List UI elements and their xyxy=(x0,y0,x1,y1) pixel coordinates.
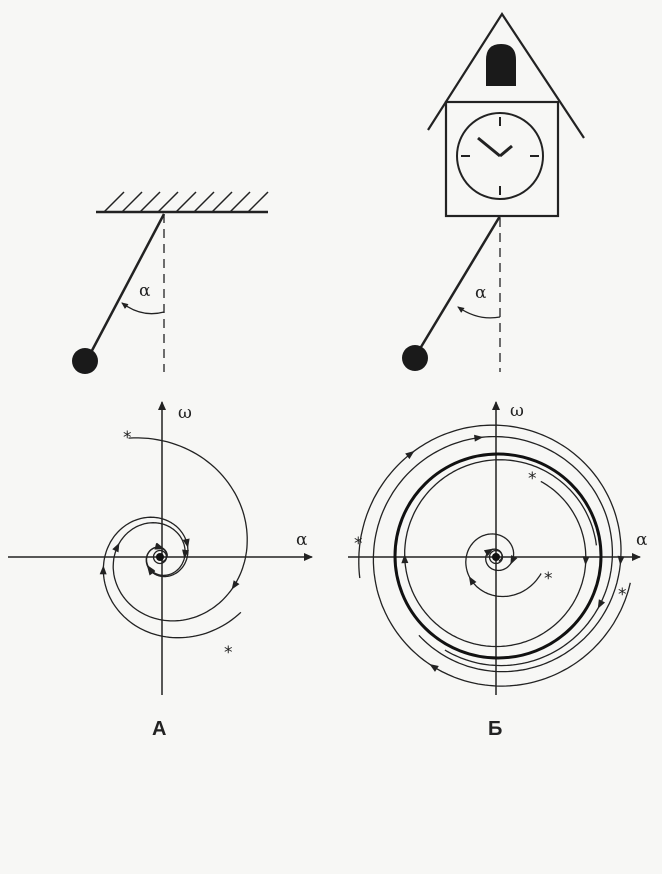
direction-arrow xyxy=(231,580,240,590)
angle-label: α xyxy=(475,283,487,303)
direction-arrow xyxy=(617,555,625,566)
equilibrium-point xyxy=(492,553,500,561)
direction-arrow xyxy=(429,664,439,672)
start-mark: * xyxy=(123,428,132,448)
cuckoo-clock: α xyxy=(402,11,585,372)
ceiling-hatching xyxy=(103,191,269,213)
omega-axis-label: ω xyxy=(510,401,524,421)
direction-arrow xyxy=(597,599,606,609)
hour-ticks xyxy=(461,117,539,195)
direction-arrow xyxy=(401,554,409,564)
start-mark: * xyxy=(224,643,233,663)
trajectory-arrows xyxy=(401,434,625,672)
pendulum-bob xyxy=(402,345,428,371)
start-mark: * xyxy=(528,469,537,489)
direction-arrow xyxy=(147,566,156,576)
start-mark: * xyxy=(354,534,363,554)
outer-trajectory xyxy=(372,435,631,687)
angle-arc xyxy=(457,306,501,319)
direction-arrow xyxy=(182,538,190,549)
caption-a: А xyxy=(152,718,166,740)
trajectory-spiral xyxy=(102,516,242,639)
central-spiral xyxy=(465,533,542,598)
clock-roof xyxy=(427,11,585,139)
start-mark: * xyxy=(544,569,553,589)
alpha-axis-label: α xyxy=(296,530,308,550)
direction-arrow xyxy=(99,565,107,575)
start-mark: * xyxy=(618,585,627,605)
direction-arrow xyxy=(510,555,518,565)
clock-door xyxy=(486,44,516,86)
angle-arc xyxy=(121,302,165,315)
direction-arrow xyxy=(112,542,120,553)
direction-arrow xyxy=(483,548,494,557)
caption-b: Б xyxy=(488,718,502,740)
phase-portrait-b: α ω * * * * Б xyxy=(348,401,648,740)
pendulum-rod xyxy=(85,213,166,361)
clock-face xyxy=(456,112,544,200)
angle-label: α xyxy=(139,281,151,301)
pendulum-bob xyxy=(72,348,98,374)
inner-trajectory xyxy=(404,459,598,648)
clock-housing xyxy=(444,100,560,218)
alpha-axis-label: α xyxy=(636,530,648,550)
equilibrium-ring xyxy=(152,549,168,565)
direction-arrow xyxy=(474,434,484,442)
outer-trajectory xyxy=(358,424,622,673)
direction-arrow xyxy=(405,450,415,460)
minute-hand xyxy=(477,136,501,158)
limit-cycle xyxy=(393,452,603,660)
equilibrium-point xyxy=(156,553,164,561)
trajectory-arrows xyxy=(99,538,240,590)
direction-arrow xyxy=(182,549,190,559)
direction-arrow xyxy=(582,556,590,566)
simple-pendulum: α xyxy=(72,191,269,374)
pendulum-rod xyxy=(416,215,502,353)
omega-axis-label: ω xyxy=(178,403,192,423)
direction-arrow xyxy=(154,542,165,550)
hour-hand xyxy=(499,144,513,158)
direction-arrow xyxy=(468,576,477,586)
equilibrium-ring xyxy=(488,549,504,565)
phase-portrait-a: α ω * * А xyxy=(8,401,313,740)
